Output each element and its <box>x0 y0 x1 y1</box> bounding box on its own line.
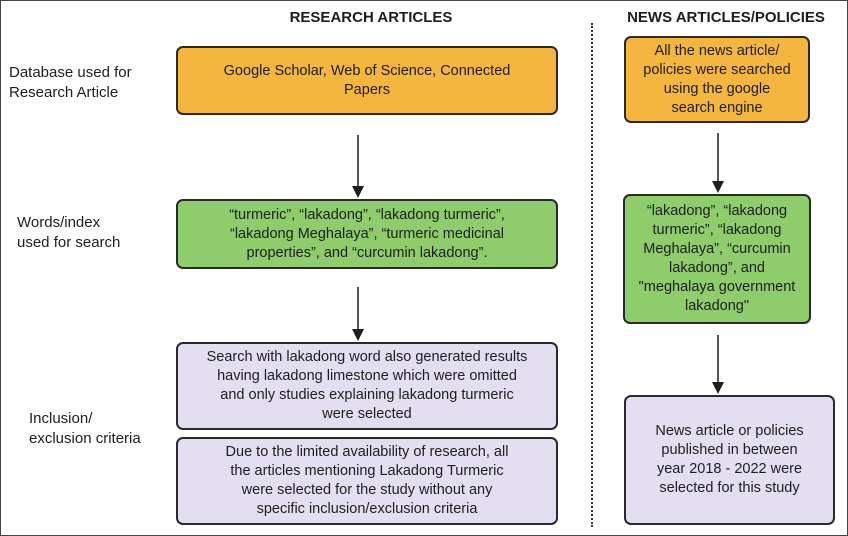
news-inclusion-box: News article or policies published in be… <box>624 395 835 525</box>
research-articles-header: RESEARCH ARTICLES <box>289 9 453 26</box>
words-row-label: Words/index used for search <box>17 214 121 251</box>
news-database-box: All the news article/ policies were sear… <box>624 36 810 123</box>
news-articles-header: NEWS ARTICLES/POLICIES <box>627 9 825 26</box>
news-search-terms-box: “lakadong”, “lakadong turmeric”, “lakado… <box>623 194 811 324</box>
research-inclusion-box-2: Due to the limited availability of resea… <box>176 437 558 525</box>
column-divider <box>591 23 593 527</box>
database-row-label: Database used for Research Article <box>9 64 132 101</box>
research-inclusion-box-1: Search with lakadong word also generated… <box>176 342 558 430</box>
research-search-terms-box: “turmeric”, “lakadong”, “lakadong turmer… <box>176 199 558 269</box>
research-database-box: Google Scholar, Web of Science, Connecte… <box>176 46 558 115</box>
inclusion-row-label: Inclusion/ exclusion criteria <box>29 410 141 447</box>
